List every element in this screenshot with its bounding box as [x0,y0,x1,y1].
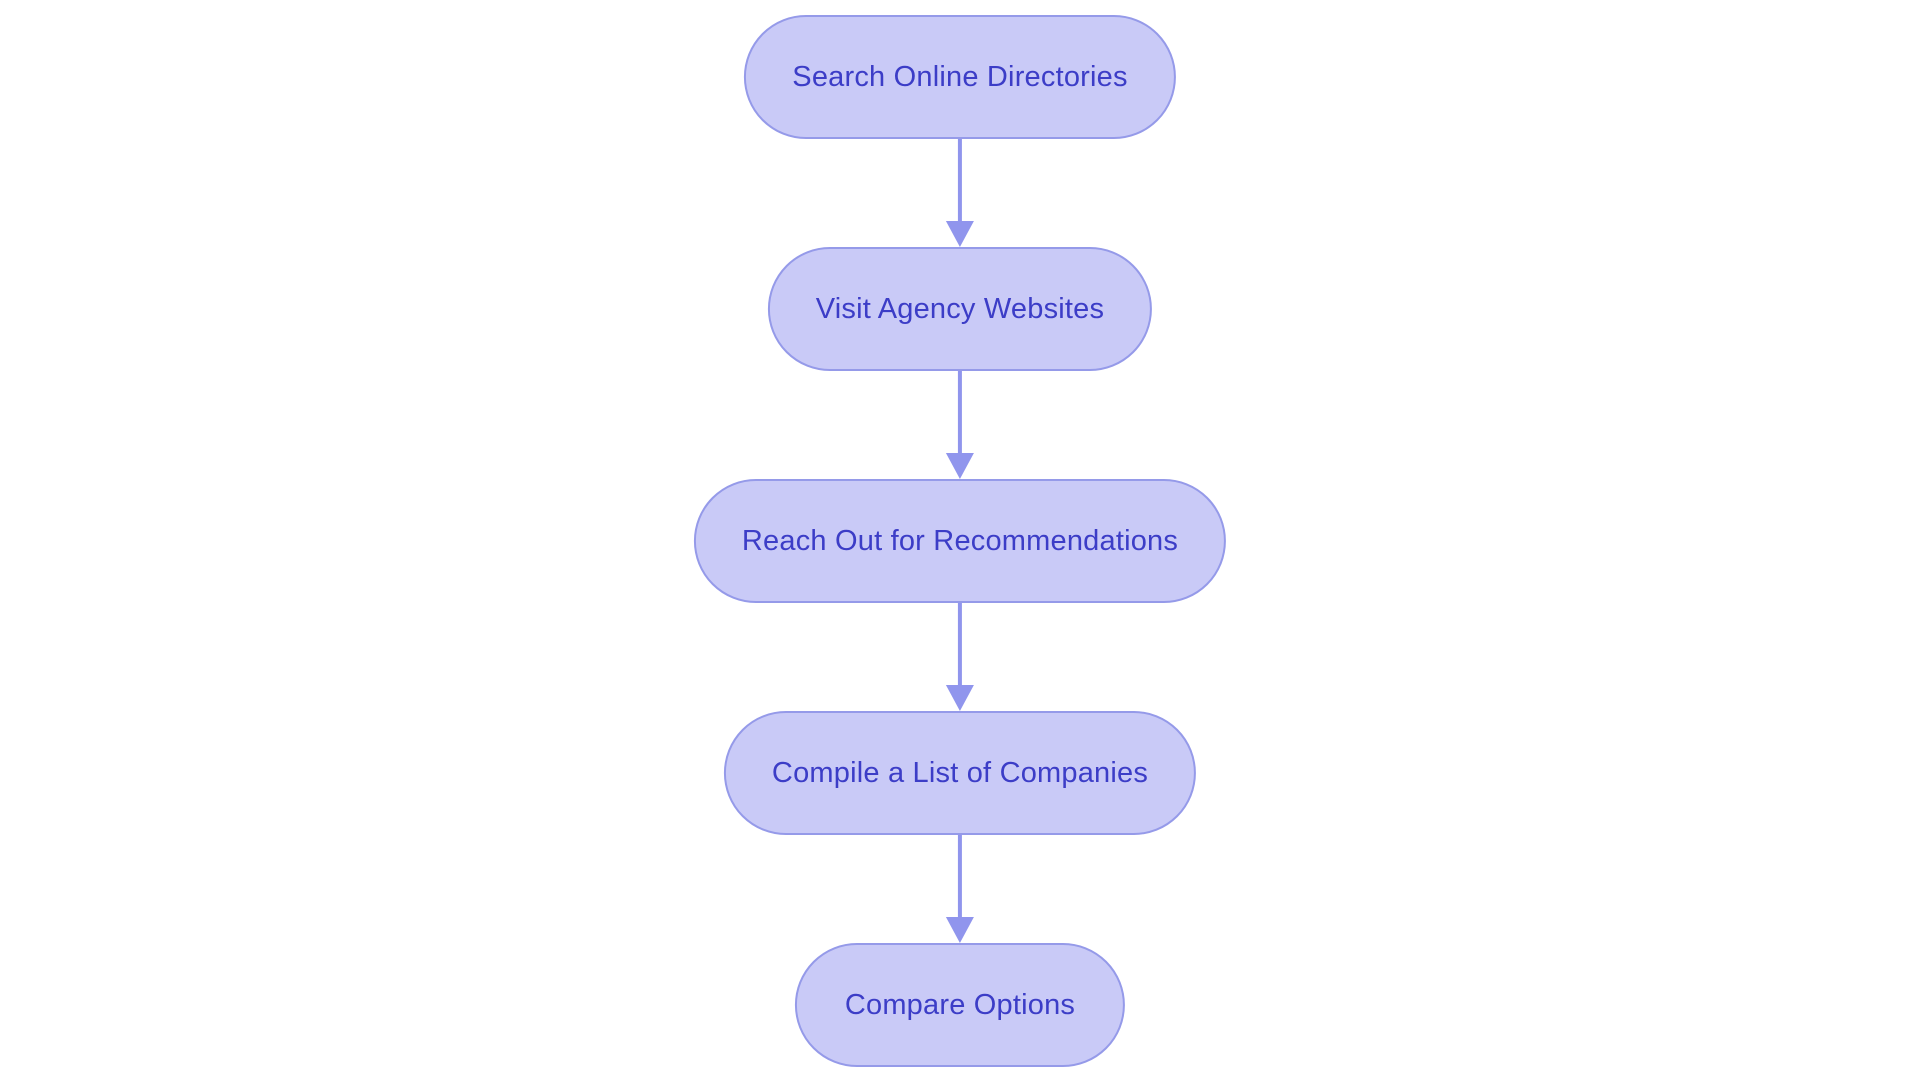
node-label: Visit Agency Websites [815,292,1105,325]
node-label: Reach Out for Recommendations [741,524,1179,557]
arrow-down-icon [945,221,974,247]
flow-node-search-online-directories: Search Online Directories [744,15,1176,139]
arrow-line [957,603,962,685]
arrow-line [957,371,962,453]
flow-connector-2 [945,371,974,479]
node-label: Search Online Directories [792,60,1128,93]
flow-node-reach-out-for-recommendations: Reach Out for Recommendations [693,479,1227,603]
flowchart-column: Search Online Directories Visit Agency W… [693,0,1227,1067]
flow-node-compare-options: Compare Options [794,943,1125,1067]
arrow-down-icon [945,685,974,711]
arrow-line [957,835,962,917]
node-label: Compare Options [844,988,1076,1021]
flow-node-visit-agency-websites: Visit Agency Websites [767,247,1153,371]
flow-connector-3 [945,603,974,711]
flow-connector-1 [945,139,974,247]
node-label: Compile a List of Companies [771,756,1149,789]
arrow-line [957,139,962,221]
flow-node-compile-a-list-of-companies: Compile a List of Companies [723,711,1197,835]
flow-connector-4 [945,835,974,943]
arrow-down-icon [945,917,974,943]
arrow-down-icon [945,453,974,479]
